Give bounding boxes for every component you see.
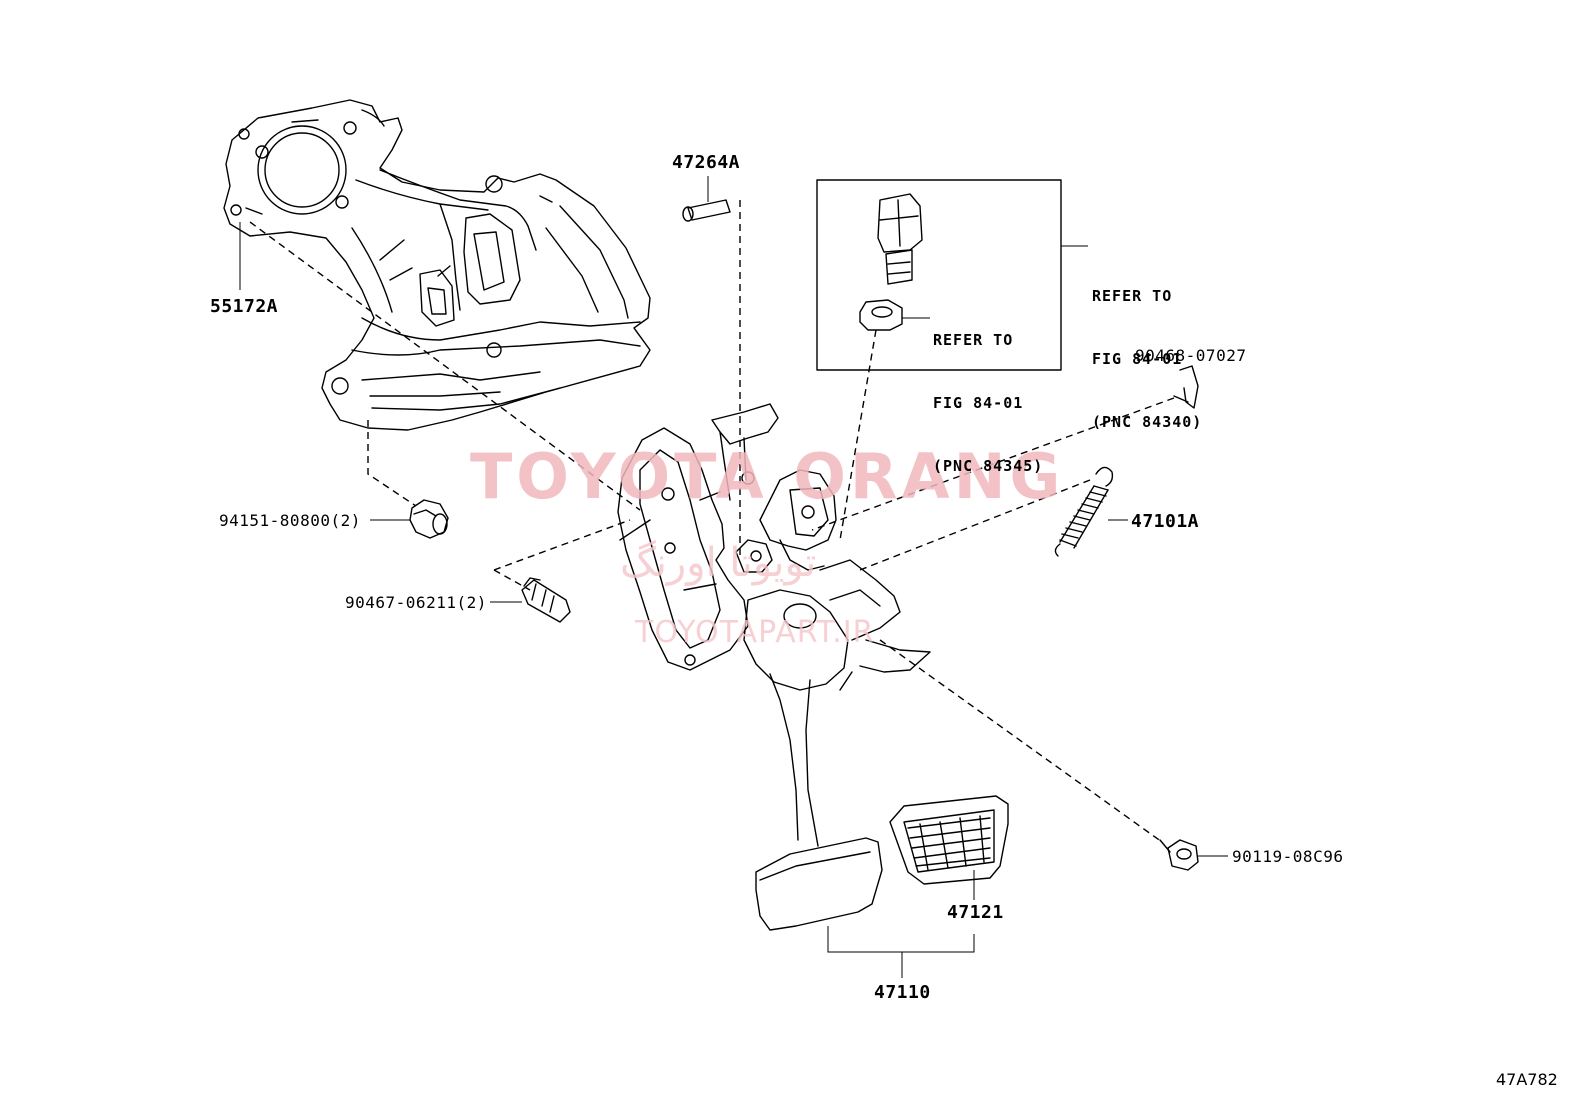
return-spring-drawing: [1054, 466, 1114, 557]
refer-box: [816, 179, 1062, 371]
refer-note-84345-line1: REFER TO: [933, 331, 1014, 349]
part-label-94151-80800[interactable]: 94151-80800(2): [219, 511, 361, 530]
refer-note-84340[interactable]: REFER TO FIG 84-01 (PNC 84340): [1092, 244, 1202, 475]
pedal-support-drawing: [617, 403, 931, 847]
leader-47110-bracket: [827, 926, 975, 953]
pedal-bracket-drawing: [223, 99, 651, 431]
part-label-90467-06211[interactable]: 90467-06211(2): [345, 593, 487, 612]
dashed-bracket-to-support: [249, 221, 641, 511]
part-label-55172A[interactable]: 55172A: [210, 296, 279, 317]
refer-note-84345-line2: FIG 84-01: [933, 394, 1024, 412]
figure-code: 47A782: [1496, 1070, 1558, 1089]
dashed-clip-a: [493, 569, 531, 591]
refer-note-84340-line2: FIG 84-01: [1092, 350, 1183, 368]
clip-90467-drawing: [521, 577, 571, 623]
watermark-arabic: تويوتا اورنگ: [620, 540, 817, 586]
watermark-brand: TOYOTA ORANG: [470, 440, 1065, 513]
stop-lamp-switch-drawing: [877, 193, 923, 285]
part-label-90468-07027[interactable]: 90468-07027: [1135, 346, 1247, 365]
pedal-pad-drawing: [755, 837, 883, 931]
dashed-spring-to-support: [859, 479, 1091, 571]
refer-note-84340-line1: REFER TO: [1092, 287, 1173, 305]
pin-47264A-drawing: [682, 199, 731, 222]
part-label-47121[interactable]: 47121: [947, 902, 1004, 923]
refer-note-84345[interactable]: REFER TO FIG 84-01 (PNC 84345): [933, 288, 1043, 519]
dashed-clip-90468: [811, 397, 1175, 531]
refer-note-84345-line3: (PNC 84345): [933, 457, 1044, 475]
part-label-47264A[interactable]: 47264A: [672, 152, 741, 173]
clip-90468-drawing: [1173, 365, 1199, 409]
dashed-clip-b: [493, 519, 631, 571]
dashed-bracket-to-nut: [367, 420, 423, 511]
bolt-90119-drawing: [1159, 839, 1199, 871]
part-label-47110[interactable]: 47110: [874, 982, 931, 1003]
nut-94151-drawing: [409, 499, 449, 539]
part-label-90119-08C96[interactable]: 90119-08C96: [1232, 847, 1344, 866]
refer-note-84340-line3: (PNC 84340): [1092, 413, 1203, 431]
pad-cover-drawing: [889, 795, 1009, 885]
dashed-bolt-to-support: [879, 639, 1163, 843]
adjust-nut-drawing: [859, 299, 903, 331]
watermark-site: TOYOTAPART.IR: [635, 615, 875, 650]
part-label-47101A[interactable]: 47101A: [1131, 511, 1200, 532]
